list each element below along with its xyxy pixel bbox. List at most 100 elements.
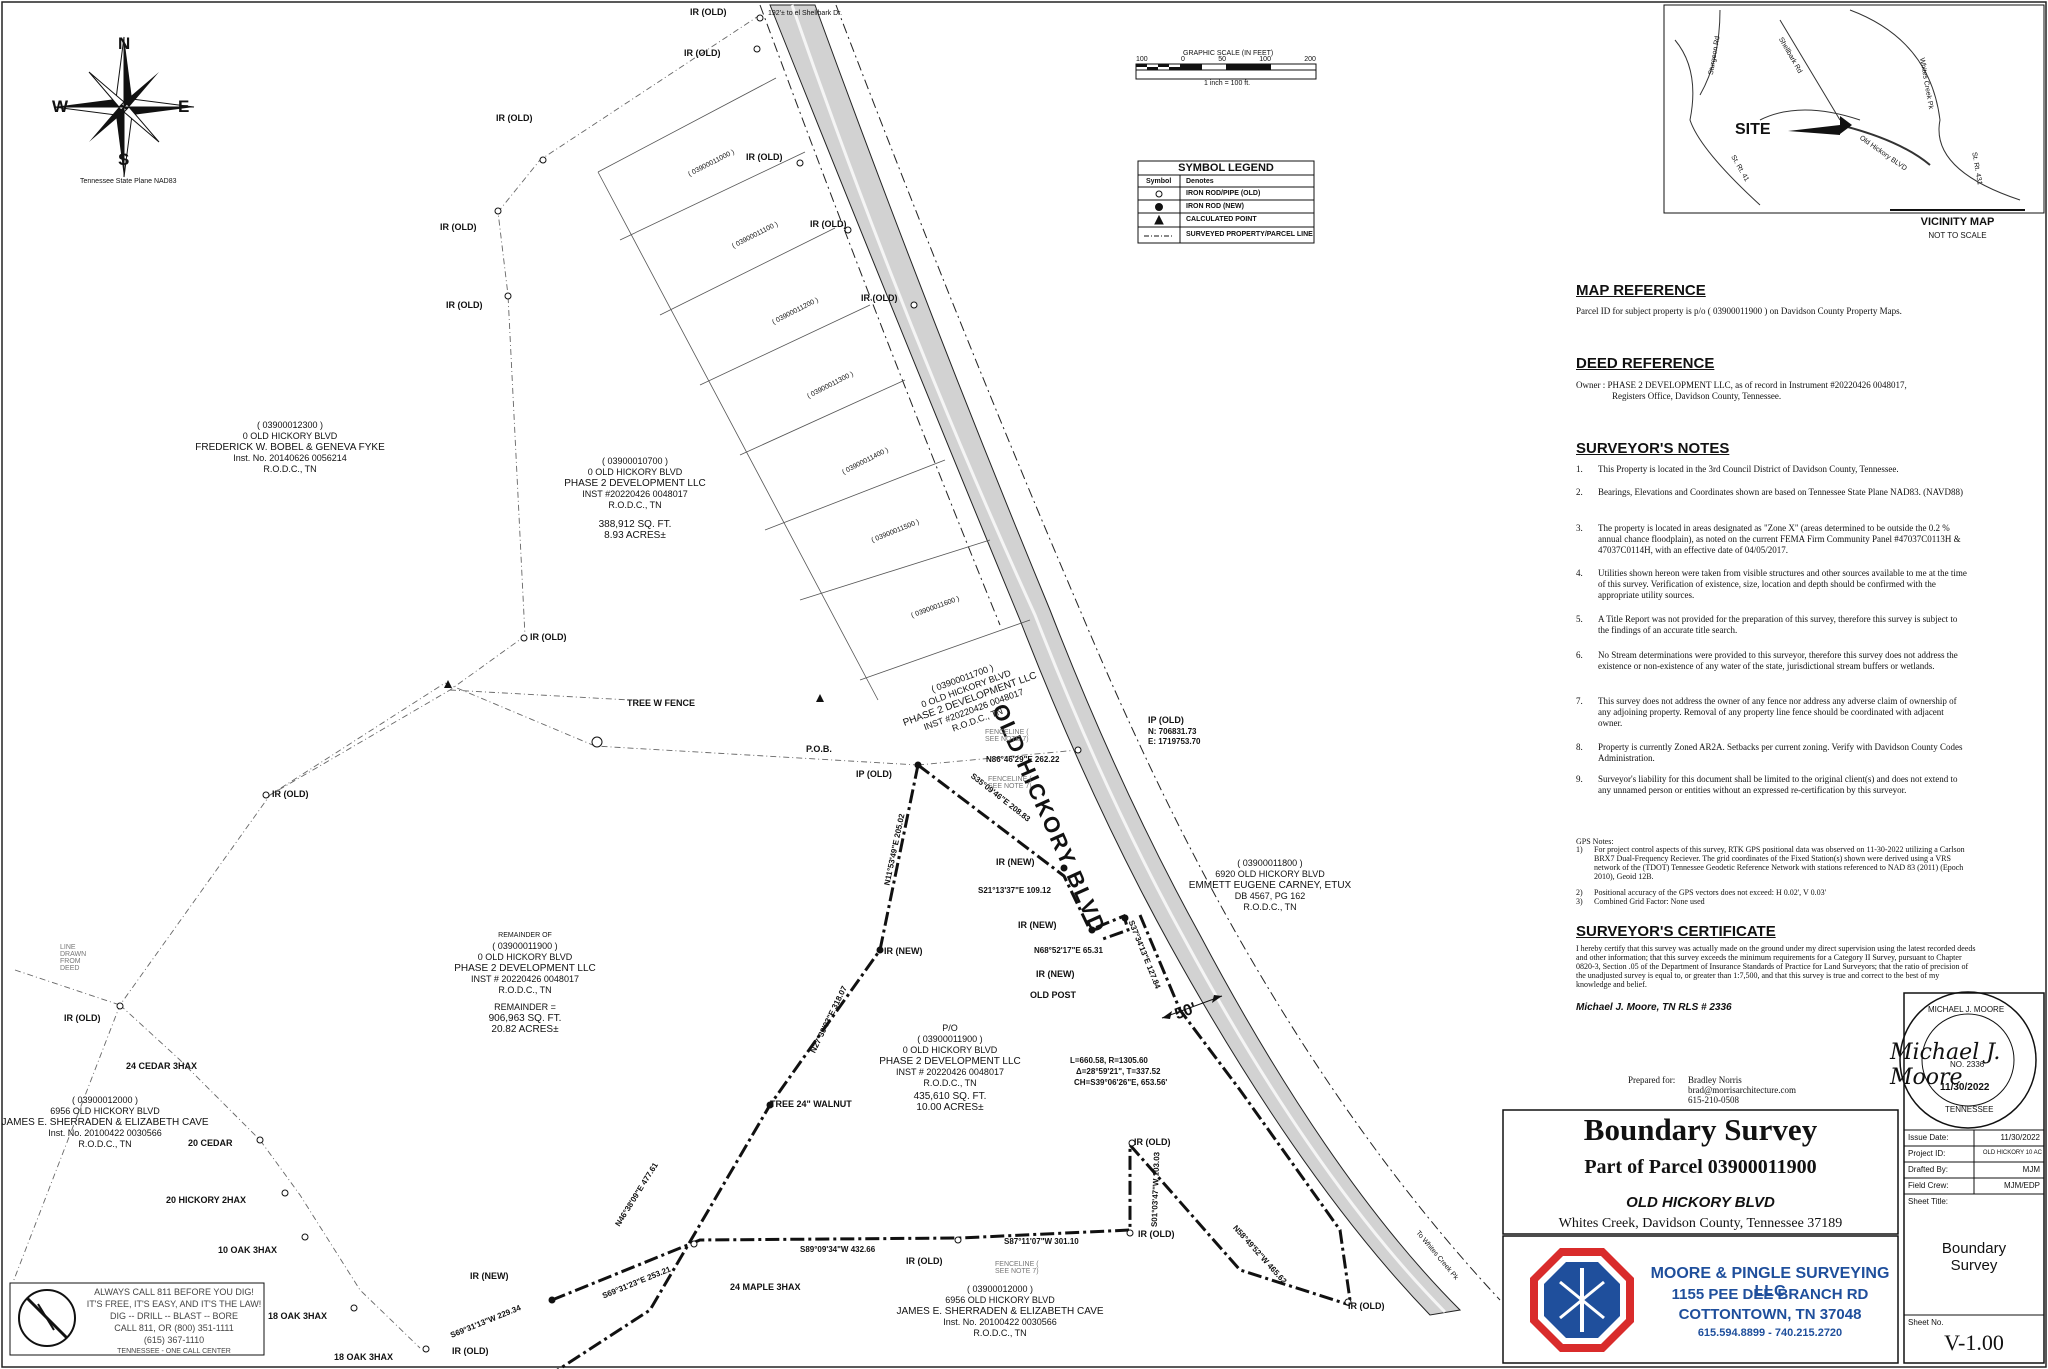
label-cedar-20: 20 CEDAR xyxy=(188,1138,233,1148)
sheet-title: Boundary Survey xyxy=(1941,1240,2007,1274)
title-location: Whites Creek, Davidson County, Tennessee… xyxy=(1558,1216,1843,1231)
label-ir-old: IR (OLD) xyxy=(1138,1229,1175,1239)
label-tree-fence: TREE W FENCE xyxy=(627,698,696,708)
coords-e: E: 1719753.70 xyxy=(1148,737,1201,746)
label-oak-18b: 18 OAK 3HAX xyxy=(334,1352,394,1362)
label-ir-new: IR (NEW) xyxy=(470,1271,509,1281)
bearing-11: S89°09'34"W 432.66 xyxy=(800,1245,876,1254)
parcel-phase2-north: ( 03900010700 )0 OLD HICKORY BLVD PHASE … xyxy=(564,456,706,541)
bearing-1: N86°46'29"E 262.22 xyxy=(986,755,1060,764)
gps-notes-heading: GPS Notes: xyxy=(1576,837,1614,846)
label-ir-old: IR (OLD) xyxy=(530,632,567,642)
label-oak-10: 10 OAK 3HAX xyxy=(218,1245,278,1255)
label-ip-old: IP (OLD) xyxy=(1148,715,1184,725)
label-ir-old: IR (OLD) xyxy=(690,7,727,17)
label-fenceline: FENCELINE ( SEE NOTE 7) xyxy=(995,1261,1039,1275)
surveyor-note-item: 9.Surveyor's liability for this document… xyxy=(1576,774,1958,795)
issue-date-value: 11/30/2022 xyxy=(2000,1133,2040,1142)
label-ir-old: IR (OLD) xyxy=(810,219,847,229)
compass-caption: Tennessee State Plane NAD83 xyxy=(80,178,177,185)
legend-col1: Symbol xyxy=(1146,178,1172,185)
vicinity-map xyxy=(1663,4,2045,214)
project-id-value: OLD HICKORY 10 AC xyxy=(1982,1150,2042,1156)
label-ir-old: IR (OLD) xyxy=(452,1346,489,1356)
parcel-remainder: REMAINDER OF( 03900011900 )0 OLD HICKORY… xyxy=(454,932,596,1035)
legend-row-3: CALCULATED POINT xyxy=(1186,216,1257,223)
sheet-title-label: Sheet Title: xyxy=(1908,1197,1949,1206)
to-shellbark: 192'± to el Shellbark Dr. xyxy=(768,10,843,17)
compass-s: S xyxy=(118,150,130,169)
stamp-signature: Michael J. Moore xyxy=(1890,1040,2001,1090)
iron-rods-old xyxy=(116,14,1352,1353)
surveyor-stamp xyxy=(1899,991,2037,1129)
surveyor-note-item: 8.Property is currently Zoned AR2A. Setb… xyxy=(1576,742,1963,763)
bearing-4: N68°52'17"E 65.31 xyxy=(1034,946,1103,955)
label-ir-new: IR (NEW) xyxy=(996,857,1035,867)
parcel-carney: ( 03900011800 )6920 OLD HICKORY BLVD EMM… xyxy=(1188,858,1352,912)
certificate-text: I hereby certify that this survey was ac… xyxy=(1576,944,1976,989)
parcel-sherraden-south: ( 03900012000 )6956 OLD HICKORY BLVD JAM… xyxy=(896,1284,1104,1338)
sheet-no: V-1.00 xyxy=(1944,1330,2004,1355)
label-cedar-24: 24 CEDAR 3HAX xyxy=(126,1061,198,1071)
label-ir-old: IR (OLD) xyxy=(446,300,483,310)
label-ir-new: IR (NEW) xyxy=(1018,920,1057,930)
legend-row-1: IRON ROD/PIPE (OLD) xyxy=(1186,190,1261,197)
sheet-no-label: Sheet No. xyxy=(1908,1318,1944,1327)
stamp-name: MICHAEL J. MOORE xyxy=(1928,1005,2005,1014)
coords-n: N: 706831.73 xyxy=(1148,727,1197,736)
label-old-post: OLD POST xyxy=(1030,990,1077,1000)
label-ir-old: IR (OLD) xyxy=(440,222,477,232)
field-crew-value: MJM/EDP xyxy=(2004,1181,2040,1190)
call-811-box xyxy=(9,1282,265,1356)
deed-reference-line1: Owner : PHASE 2 DEVELOPMENT LLC, as of r… xyxy=(1576,380,1907,390)
label-ir-old: IR (OLD) xyxy=(1348,1301,1385,1311)
title-block-frames xyxy=(1502,992,2045,1364)
compass-rose-icon xyxy=(53,36,195,178)
company-phones: 615.594.8899 - 740.215.2720 xyxy=(1697,1327,1843,1339)
road-lots xyxy=(597,77,1031,701)
company-address1: 1155 PEE DEE BRANCH RD xyxy=(1671,1286,1869,1303)
legend-row-4: SURVEYED PROPERTY/PARCEL LINE xyxy=(1186,231,1313,238)
label-ir-old: IR (OLD) xyxy=(746,152,783,162)
surveyor-note-item: 1.This Property is located in the 3rd Co… xyxy=(1576,464,1899,474)
gps-note-item: 1)For project control aspects of this su… xyxy=(1576,845,1965,881)
call-811-text: ALWAYS CALL 811 BEFORE YOU DIG!IT'S FREE… xyxy=(86,1287,262,1355)
bearing-12: S87°11'07"W 301.10 xyxy=(1004,1237,1079,1246)
vicinity-site: SITE xyxy=(1735,121,1771,138)
prepared-for-email: brad@morrisarchitecture.com xyxy=(1688,1085,1796,1095)
prepared-for-label: Prepared for: xyxy=(1628,1075,1676,1085)
label-ir-old: IR (OLD) xyxy=(684,48,721,58)
label-ir-old: IR (OLD) xyxy=(1134,1137,1171,1147)
label-oak-18a: 18 OAK 3HAX xyxy=(268,1311,328,1321)
surveyor-note-item: 5.A Title Report was not provided for th… xyxy=(1576,614,1958,635)
stamp-date: 11/30/2022 xyxy=(1940,1082,1990,1093)
parcel-subject: P/O( 03900011900 )0 OLD HICKORY BLVD PHA… xyxy=(879,1023,1021,1113)
surveyor-note-item: 3.The property is located in areas desig… xyxy=(1576,523,1961,555)
prepared-for-name: Bradley Norris xyxy=(1688,1075,1742,1085)
compass-n: N xyxy=(118,34,131,53)
parcel-bobel: ( 03900012300 )0 OLD HICKORY BLVD FREDER… xyxy=(195,420,385,474)
drafted-by-value: MJM xyxy=(2022,1165,2040,1174)
drafted-by-label: Drafted By: xyxy=(1908,1165,1949,1174)
surveyor-note-item: 6.No Stream determinations were provided… xyxy=(1576,650,1958,671)
iron-rods-new xyxy=(548,761,1129,1304)
scale-note: 1 inch = 100 ft. xyxy=(1204,80,1251,87)
field-crew-label: Field Crew: xyxy=(1908,1181,1949,1190)
project-id-label: Project ID: xyxy=(1908,1149,1946,1158)
company-logo xyxy=(1530,1248,1634,1352)
label-ir-new: IR (NEW) xyxy=(1036,969,1075,979)
curve-3: CH=S39°06'26"E, 653.56' xyxy=(1074,1078,1168,1087)
stamp-state: TENNESSEE xyxy=(1945,1105,1994,1114)
deed-reference-heading: DEED REFERENCE xyxy=(1576,355,1715,372)
label-ir-old: IR (OLD) xyxy=(861,293,898,303)
label-ir-old: IR (OLD) xyxy=(64,1013,101,1023)
label-ir-old: IR (OLD) xyxy=(906,1256,943,1266)
surveyor-note-item: 4.Utilities shown hereon were taken from… xyxy=(1576,568,1967,600)
scale-title: GRAPHIC SCALE (IN FEET) xyxy=(1183,50,1274,57)
gps-note-item: 3)Combined Grid Factor: None used xyxy=(1576,897,1705,906)
label-ip-old: IP (OLD) xyxy=(856,769,892,779)
company-name: MOORE & PINGLE SURVEYING LLC xyxy=(1650,1265,1890,1300)
label-ir-old: IR (OLD) xyxy=(496,113,533,123)
